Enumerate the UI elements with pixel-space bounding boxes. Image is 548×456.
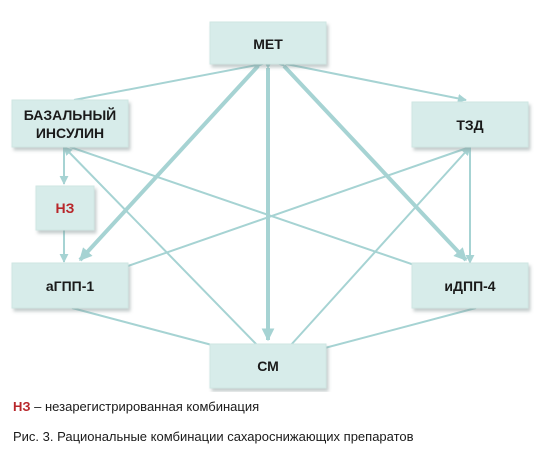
label-agpp: аГПП-1 bbox=[46, 278, 95, 294]
box-idpp bbox=[411, 262, 529, 309]
legend-text: – незарегистрированная комбинация bbox=[30, 399, 260, 414]
label-tzd: ТЗД bbox=[456, 117, 483, 133]
arrow-idpp-to-sm bbox=[301, 307, 477, 357]
box-tzd bbox=[411, 101, 529, 148]
box-agpp bbox=[11, 262, 129, 309]
box-sm bbox=[209, 343, 327, 389]
label-nz: НЗ bbox=[56, 200, 75, 216]
label-met: МЕТ bbox=[253, 36, 283, 52]
arrow-met-idpp bbox=[271, 53, 468, 262]
label-basal-line1: БАЗАЛЬНЫЙ bbox=[24, 106, 116, 123]
label-sm: СМ bbox=[257, 358, 279, 374]
arrow-met-agpp bbox=[78, 53, 271, 262]
figure-caption: Рис. 3. Рациональные комбинации сахаросн… bbox=[13, 429, 414, 444]
legend: НЗ – незарегистрированная комбинация bbox=[13, 399, 259, 414]
bold-arrows bbox=[78, 53, 468, 342]
arrow-tzd-to-agpp bbox=[81, 146, 471, 284]
label-basal-line2: ИНСУЛИН bbox=[36, 125, 104, 141]
legend-abbr: НЗ bbox=[13, 399, 31, 414]
box-nz bbox=[35, 185, 95, 231]
label-idpp: иДПП-4 bbox=[444, 278, 495, 294]
combination-diagram: МЕТ БАЗАЛЬНЫЙ ИНСУЛИН ТЗД НЗ аГПП-1 иДПП… bbox=[11, 21, 529, 389]
box-basal-insulin bbox=[11, 99, 129, 148]
box-met bbox=[209, 21, 327, 65]
